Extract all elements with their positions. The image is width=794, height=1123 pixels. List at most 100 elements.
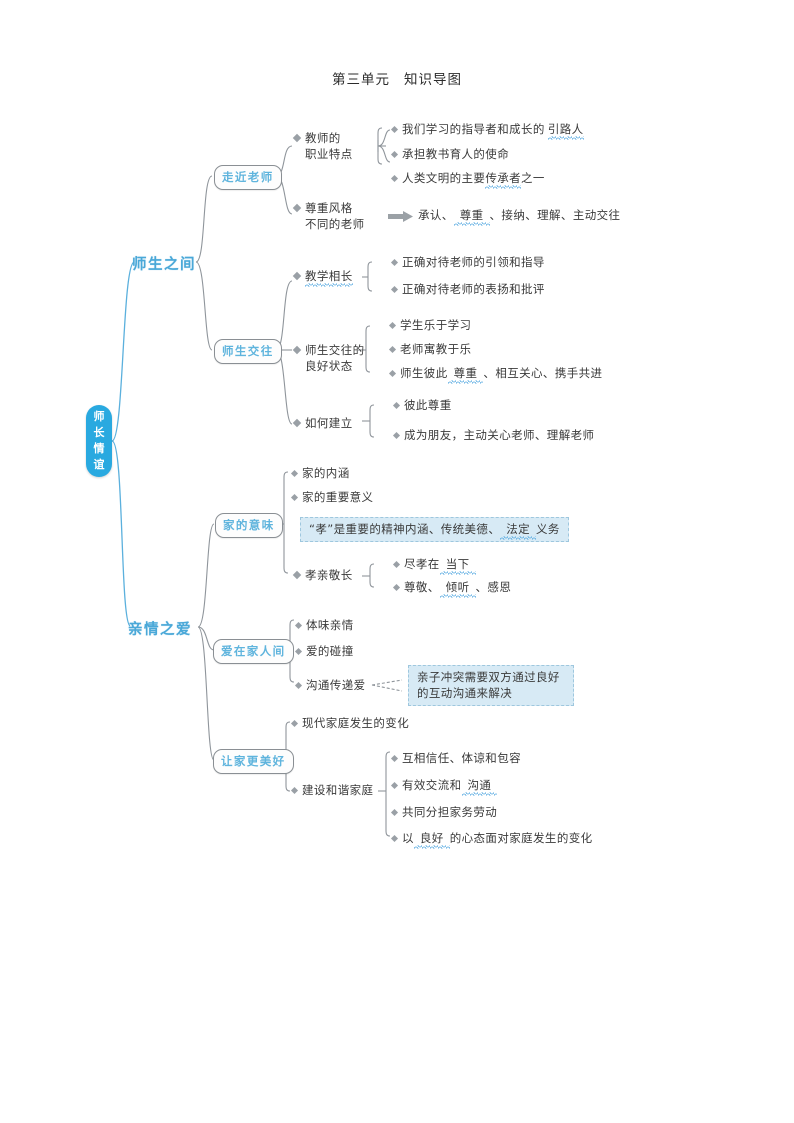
topic-box-interaction[interactable]: 师生交往 (214, 339, 282, 364)
diamond-bullet-icon (292, 418, 302, 428)
item-growth-2: 正确对待老师的表扬和批评 (390, 282, 545, 297)
item-text: 共同分担家务劳动 (402, 805, 498, 819)
item-text: 互相信任、体谅和包容 (402, 751, 521, 765)
item-text: 学生乐于学习 (400, 318, 472, 332)
item-text-post: 的心态面对家庭发生的变化 (449, 831, 593, 845)
subhead-line-1: 教师的 (305, 131, 341, 145)
page-title: 第三单元知识导图 (0, 68, 794, 88)
diamond-bullet-icon (390, 808, 399, 817)
topic-box-better[interactable]: 让家更美好 (213, 749, 294, 774)
blank-answer: 良好 (413, 831, 450, 849)
subhead-line-2: 不同的老师 (305, 217, 365, 231)
subhead-line-2: 良好状态 (305, 359, 353, 373)
diamond-bullet-icon (392, 401, 401, 410)
subhead-line-1: 尊重风格 (305, 201, 353, 215)
diamond-bullet-icon (390, 125, 399, 134)
item-text: 现代家庭发生的变化 (302, 716, 410, 730)
item-harmony-4: 以良好的心态面对家庭发生的变化 (390, 831, 593, 849)
item-harmony-3: 共同分担家务劳动 (390, 805, 498, 820)
blank-answer: 倾听 (439, 580, 476, 598)
topic-box-approach[interactable]: 走近老师 (214, 165, 282, 190)
topic-box-meaning[interactable]: 家的意味 (215, 513, 283, 538)
item-state-1: 学生乐于学习 (388, 318, 472, 333)
item-build-2: 成为朋友，主动关心老师、理解老师 (392, 428, 595, 443)
subhead-line-1: 师生交往的 (305, 343, 365, 357)
diamond-bullet-icon (390, 258, 399, 267)
diamond-bullet-icon (388, 321, 397, 330)
item-growth-1: 正确对待老师的引领和指导 (390, 255, 545, 270)
diamond-bullet-icon (392, 431, 401, 440)
item-harmony-2: 有效交流和沟通 (390, 778, 498, 796)
subhead-harmonious-family: 建设和谐家庭 (290, 783, 374, 798)
item-text: 家的内涵 (302, 466, 350, 480)
root-char-3: 谊 (93, 458, 105, 471)
subhead-line-2: 职业特点 (305, 147, 353, 161)
diamond-bullet-icon (292, 133, 302, 143)
item-profession-3: 人类文明的主要传承者之一 (390, 171, 545, 189)
subhead-text: 建设和谐家庭 (302, 783, 374, 797)
item-profession-2: 承担教书育人的使命 (390, 147, 509, 162)
item-text: 老师寓教于乐 (400, 342, 472, 356)
diamond-bullet-icon (390, 285, 399, 294)
item-profession-1: 我们学习的指导者和成长的引路人 (390, 122, 584, 140)
blank-answer: 当下 (439, 557, 476, 575)
root-char-2: 情 (93, 442, 105, 455)
diamond-bullet-icon (392, 560, 401, 569)
diamond-bullet-icon (292, 345, 302, 355)
diamond-bullet-icon (390, 834, 399, 843)
item-text-post: 、感恩 (475, 580, 512, 594)
item-love-1: 体味亲情 (294, 618, 354, 633)
arrow-right-icon (388, 211, 413, 222)
result-post: 、接纳、理解、主动交往 (489, 208, 621, 222)
item-harmony-1: 互相信任、体谅和包容 (390, 751, 521, 766)
item-text: 师生彼此 (400, 366, 448, 380)
diamond-bullet-icon (292, 570, 302, 580)
item-text: 彼此尊重 (404, 398, 452, 412)
item-text: 成为朋友，主动关心老师、理解老师 (404, 428, 595, 442)
branch-label-teacher[interactable]: 师生之间 (132, 257, 196, 273)
blank-answer: 沟通 (461, 778, 498, 796)
subhead-text: 如何建立 (305, 416, 353, 430)
item-text-post: 之一 (521, 171, 545, 185)
item-text: 家的重要意义 (302, 490, 374, 504)
root-node[interactable]: 师 长 情 谊 (86, 405, 112, 477)
blank-answer: 尊重 (453, 208, 490, 226)
diamond-bullet-icon (388, 345, 397, 354)
item-love-3: 沟通传递爱 (294, 678, 366, 693)
diamond-bullet-icon (388, 369, 397, 378)
subhead-respect-styles: 尊重风格 不同的老师 (292, 200, 380, 232)
branch-label-family[interactable]: 亲情之爱 (128, 622, 192, 638)
subhead-teacher-profession: 教师的 职业特点 (292, 130, 372, 162)
subhead-text: 教学相长 (305, 269, 353, 287)
subhead-good-state: 师生交往的 良好状态 (292, 342, 382, 374)
item-text: 有效交流和 (402, 778, 462, 792)
item-text: 尊敬、 (404, 580, 440, 594)
diamond-bullet-icon (290, 493, 299, 502)
topic-box-love[interactable]: 爱在家人间 (213, 639, 294, 664)
item-state-3: 师生彼此尊重、相互关心、携手共进 (388, 366, 602, 384)
diamond-bullet-icon (294, 681, 303, 690)
item-state-2: 老师寓教于乐 (388, 342, 472, 357)
subhead-text: 孝亲敬长 (305, 568, 353, 582)
item-love-2: 爱的碰撞 (294, 644, 354, 659)
item-text: 尽孝在 (404, 557, 440, 571)
item-text: 以 (402, 831, 414, 845)
title-label: 知识导图 (404, 72, 462, 88)
item-filial-2: 尊敬、倾听、感恩 (392, 580, 512, 598)
item-text: 体味亲情 (306, 618, 354, 632)
item-text: 爱的碰撞 (306, 644, 354, 658)
highlight-conflict-resolution: 亲子冲突需要双方通过良好的互动沟通来解决 (408, 665, 574, 706)
diamond-bullet-icon (294, 621, 303, 630)
subhead-mutual-growth: 教学相长 (292, 269, 353, 287)
item-better-1: 现代家庭发生的变化 (290, 716, 410, 731)
subhead-how-to-build: 如何建立 (292, 416, 353, 431)
item-text: 正确对待老师的引领和指导 (402, 255, 545, 269)
diamond-bullet-icon (390, 150, 399, 159)
item-text: 正确对待老师的表扬和批评 (402, 282, 545, 296)
diamond-bullet-icon (294, 647, 303, 656)
diamond-bullet-icon (292, 271, 302, 281)
item-text: 我们学习的指导者和成长的 (402, 122, 545, 136)
wave-term: 传承者 (485, 171, 522, 189)
diamond-bullet-icon (390, 781, 399, 790)
